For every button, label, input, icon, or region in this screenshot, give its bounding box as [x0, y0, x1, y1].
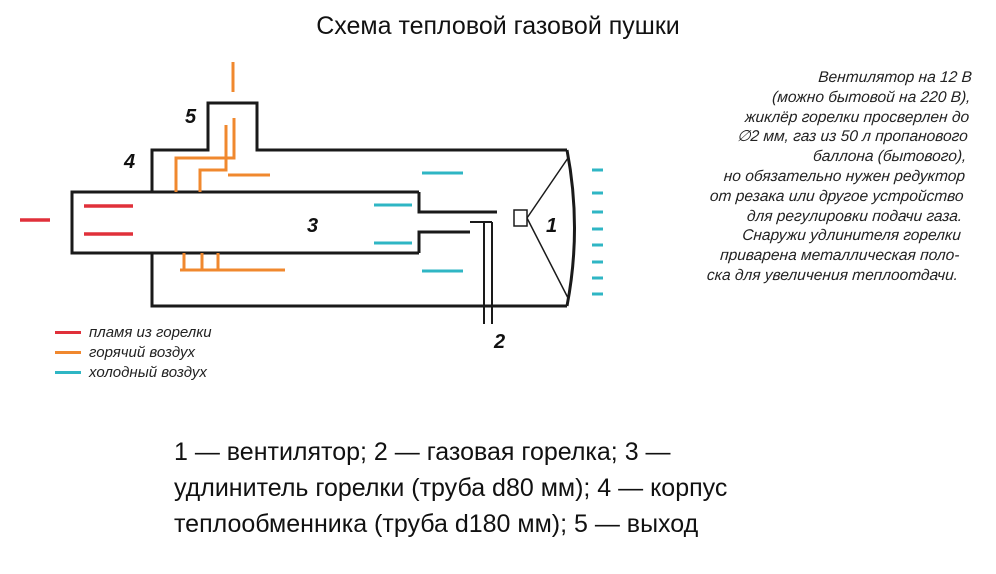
caption-line: 1 — вентилятор; 2 — газовая горелка; 3 —: [174, 438, 671, 466]
legend-swatch: [55, 350, 81, 354]
label-fan: 1: [546, 215, 557, 237]
note-line: приварена металлическая поло-: [719, 247, 961, 265]
construction-note: Вентилятор на 12 В (можно бытовой на 220…: [632, 68, 972, 286]
gas-burner-pipe: [470, 221, 493, 324]
note-line: но обязательно нужен редуктор: [723, 167, 966, 185]
burner-extender-tube: [70, 190, 497, 255]
caption-line: теплообменника (труба d180 мм); 5 — выхо…: [174, 510, 699, 538]
label-outlet: 5: [185, 106, 197, 128]
note-line: (можно бытовой на 220 В),: [771, 88, 972, 106]
label-body: 4: [123, 151, 135, 173]
legend-swatch: [55, 370, 81, 374]
fan-assembly: [513, 157, 569, 299]
hot-air-streams: [174, 62, 285, 272]
legend: пламя из горелки горячий воздух холодный…: [55, 322, 212, 382]
legend-swatch: [55, 330, 81, 334]
note-line: от резака или другое устройство: [709, 187, 965, 205]
legend-item-flame: пламя из горелки: [55, 322, 212, 342]
note-line: баллона (бытового),: [812, 148, 968, 166]
page-title: Схема тепловой газовой пушки: [316, 12, 680, 40]
flame-streams: [20, 204, 133, 236]
caption-line: удлинитель горелки (труба d80 мм); 4 — к…: [174, 474, 728, 502]
legend-label: пламя из горелки: [89, 323, 212, 341]
note-line: для регулировки подачи газа.: [746, 207, 963, 225]
legend-item-hot-air: горячий воздух: [55, 342, 212, 362]
label-burner: 2: [493, 331, 505, 353]
note-line: Вентилятор на 12 В: [817, 69, 973, 86]
note-line: ∅2 мм, газ из 50 л пропанового: [736, 128, 969, 146]
note-line: ска для увеличения теплоотдачи.: [706, 266, 959, 284]
housing-outline: [150, 101, 576, 308]
legend-label: горячий воздух: [89, 343, 195, 361]
label-extender: 3: [307, 215, 318, 237]
legend-label: холодный воздух: [89, 363, 207, 381]
cold-air-streams: [374, 168, 603, 296]
figure-caption: 1 — вентилятор; 2 — газовая горелка; 3 —…: [174, 434, 974, 542]
note-line: жиклёр горелки просверлен до: [744, 108, 970, 126]
legend-item-cold-air: холодный воздух: [55, 362, 212, 382]
note-line: Снаружи удлинителя горелки: [741, 227, 962, 245]
